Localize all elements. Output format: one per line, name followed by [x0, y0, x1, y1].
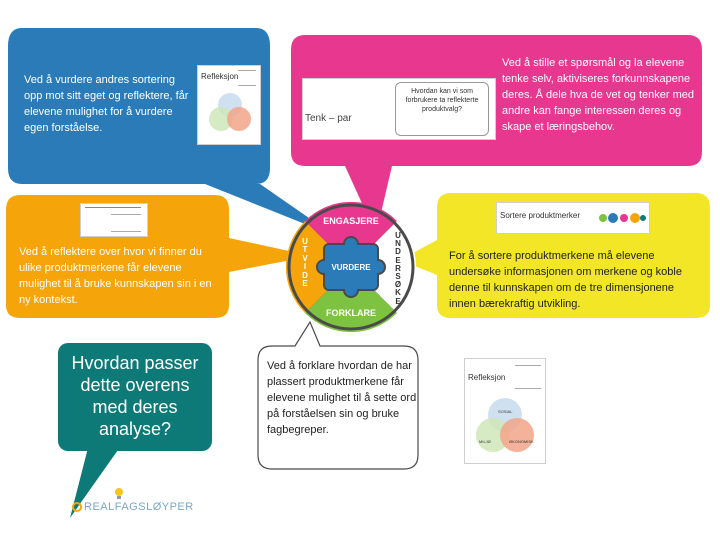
- wheel-letter: E: [395, 296, 401, 306]
- wheel-label-bottom: FORKLARE: [326, 308, 376, 318]
- learning-cycle-wheel: ENGASJERE VURDERE FORKLARE: [286, 202, 416, 332]
- wheel-letter: U: [395, 231, 401, 240]
- thumbnail-lines: [515, 365, 541, 389]
- wheel-label-center: VURDERE: [331, 263, 371, 272]
- thumbnail-label: Tenk – par: [305, 113, 352, 124]
- product-labels-icon: [599, 213, 646, 223]
- wheel-label-top: ENGASJERE: [323, 216, 379, 226]
- gear-icon: [72, 502, 82, 512]
- teal-question-box: [58, 343, 212, 451]
- wheel-letter: I: [303, 262, 307, 272]
- orange-bubble-text: Ved å reflektere over hvor vi finner du …: [19, 246, 212, 306]
- teal-box-tail: [70, 440, 125, 518]
- yellow-bubble-text: For å sortere produktmerkene må elevene …: [449, 250, 682, 310]
- wheel-letter: E: [302, 279, 308, 289]
- wheel-letter: D: [302, 270, 308, 280]
- question-callout: Hvordan kan vi som forbrukere ta reflekt…: [395, 82, 489, 136]
- venn-diagram-icon: [209, 93, 251, 131]
- question-text: Hvordan kan vi som forbrukere ta reflekt…: [405, 88, 479, 113]
- wheel-letter: T: [302, 245, 308, 255]
- venn-label-economic: ØKONOMISK: [509, 439, 534, 444]
- thumbnail-title: Sortere produktmerker: [500, 211, 581, 220]
- wheel-letter: K: [395, 288, 401, 298]
- thumbnail-title: Refleksjon: [468, 373, 506, 382]
- thumbnail-title: Refleksjon: [201, 72, 239, 81]
- wheel-letter: S: [395, 272, 401, 282]
- pink-bubble-thumbnail: Tenk – par Hvordan kan vi som forbrukere…: [302, 78, 496, 140]
- yellow-bubble-thumbnail: Sortere produktmerker: [496, 202, 650, 234]
- thumbnail-lines: [238, 70, 256, 86]
- teal-box-text: Hvordan passer dette overens med deres a…: [71, 353, 199, 439]
- wheel-letter: N: [395, 239, 401, 249]
- pink-bubble-text: Ved å stille et spørsmål og la elevene t…: [502, 57, 695, 133]
- white-bubble-thumbnail: Refleksjon SOSIAL MILJØ ØKONOMISK: [464, 358, 546, 464]
- wheel-letter: E: [395, 255, 401, 265]
- thumbnail-lines: [111, 214, 141, 232]
- venn-label-social: SOSIAL: [498, 409, 513, 414]
- realfagsloyper-logo: REALFAGSLØYPER: [72, 486, 194, 520]
- logo-text: REALFAGSLØYPER: [84, 501, 194, 513]
- orange-bubble-thumbnail: [80, 203, 148, 237]
- wheel-letter: D: [395, 247, 401, 257]
- wheel-letter: R: [395, 263, 401, 273]
- blue-bubble-thumbnail: Refleksjon: [197, 65, 261, 145]
- venn-label-environment: MILJØ: [479, 439, 491, 444]
- white-bubble-text: Ved å forklare hvordan de har plassert p…: [267, 360, 417, 436]
- venn-diagram-icon: [476, 398, 534, 452]
- blue-bubble-text: Ved å vurdere andres sortering opp mot s…: [24, 74, 189, 134]
- wheel-letter: Ø: [394, 280, 402, 290]
- wheel-letter: U: [302, 237, 308, 246]
- thumbnail-lines: [85, 207, 141, 208]
- lightbulb-icon: [115, 488, 123, 499]
- wheel-letter: V: [302, 253, 308, 263]
